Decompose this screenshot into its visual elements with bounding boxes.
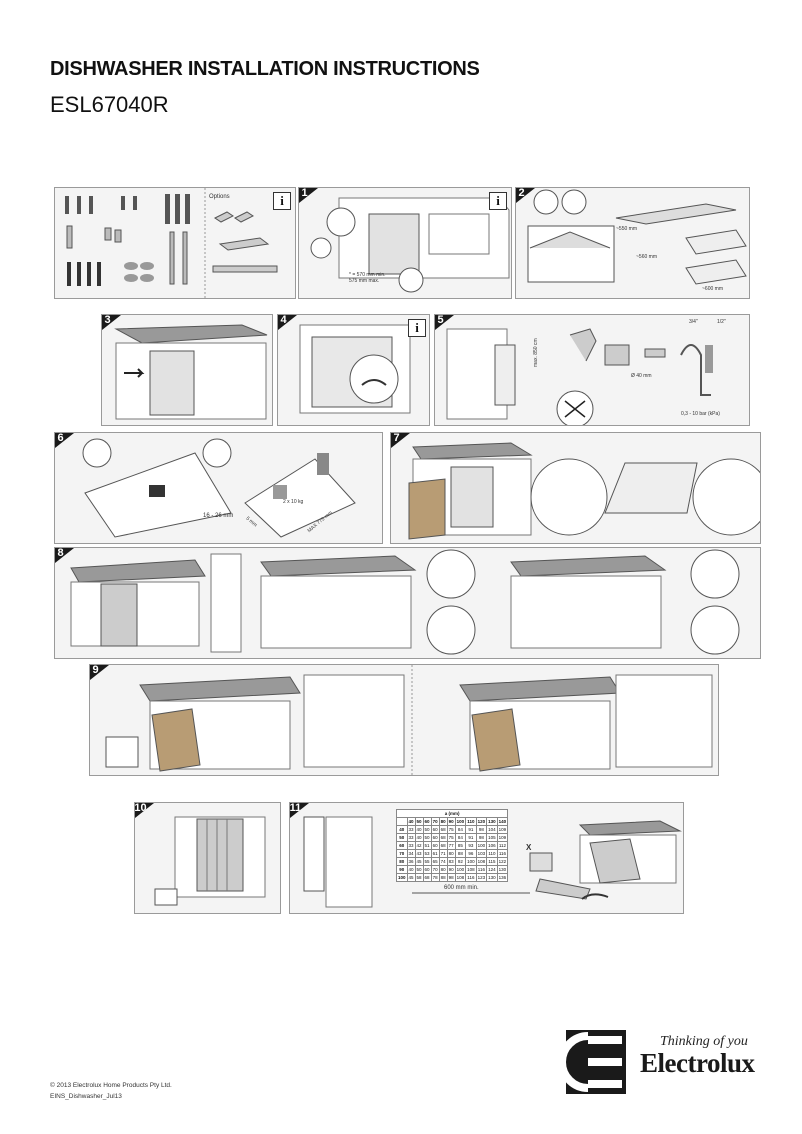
dimension-label: ~560 mm <box>636 254 657 260</box>
options-label: Options <box>209 194 230 200</box>
step-3-illustration <box>114 324 268 420</box>
brand-tagline: Thinking of you <box>660 1034 748 1049</box>
step-8-illustration <box>70 549 740 655</box>
dimension-label: 575 mm max. <box>349 278 380 284</box>
document-code: EINS_Dishwasher_Jul13 <box>50 1093 122 1100</box>
panel-step-6: 6 16 - 26 mm 2 x 10 kg 5 mm MAX 775 mm <box>54 432 383 544</box>
step-11-illustration <box>303 816 682 908</box>
step-5-illustration <box>446 328 713 425</box>
panel-step-4: 4 i <box>277 314 430 426</box>
thread-label: 1/2" <box>717 319 726 325</box>
electrolux-logo-icon <box>558 1030 626 1094</box>
info-icon: i <box>408 319 426 337</box>
step-6-illustration <box>82 438 356 538</box>
dimension-label: ~550 mm <box>616 226 637 232</box>
step-2-illustration <box>527 189 747 285</box>
brand-name: Electrolux <box>640 1048 755 1078</box>
dimension-label: ~600 mm <box>702 286 723 292</box>
panel-step-2: 2 ~550 mm ~560 mm ~600 mm <box>515 187 750 299</box>
panel-step-8: 8 <box>54 547 761 659</box>
panel-step-9: 9 <box>89 664 719 776</box>
panel-step-3: 3 <box>101 314 273 426</box>
info-icon: i <box>273 192 291 210</box>
document-title: DISHWASHER INSTALLATION INSTRUCTIONS <box>50 58 480 80</box>
dimension-label: 16 - 26 mm <box>203 513 234 519</box>
table-marker: X <box>526 843 532 852</box>
panel-step-10: 10 <box>134 802 281 914</box>
model-number: ESL67040R <box>50 92 169 117</box>
panel-step-1: 1 i * = 570 mm min. 575 mm max. <box>298 187 512 299</box>
dimension-label: 600 mm min. <box>444 885 479 891</box>
step-10-illustration <box>154 816 266 906</box>
step-9-illustration <box>105 665 713 775</box>
info-icon: i <box>489 192 507 210</box>
table-header: a (mm) <box>395 809 509 818</box>
dimension-label: Ø 40 mm <box>631 373 652 379</box>
step-4-illustration <box>299 324 411 414</box>
dimension-label: * = 570 mm min. <box>349 272 386 278</box>
parts-illustration <box>65 188 278 298</box>
pressure-label: 0,3 - 10 bar (kPa) <box>681 411 720 417</box>
dimension-label: max. 850 cm <box>533 338 539 367</box>
step-7-illustration <box>408 442 760 540</box>
step-1-illustration <box>310 197 510 293</box>
copyright-text: © 2013 Electrolux Home Products Pty Ltd. <box>50 1082 172 1089</box>
panel-step-5: 5 max. 850 cm Ø 40 mm 3/4" 1/2" 0,3 - 10… <box>434 314 750 426</box>
panel-step-7: 7 <box>390 432 761 544</box>
panel-parts: Options i <box>54 187 296 299</box>
thread-label: 3/4" <box>689 319 698 325</box>
weight-label: 2 x 10 kg <box>283 499 304 505</box>
